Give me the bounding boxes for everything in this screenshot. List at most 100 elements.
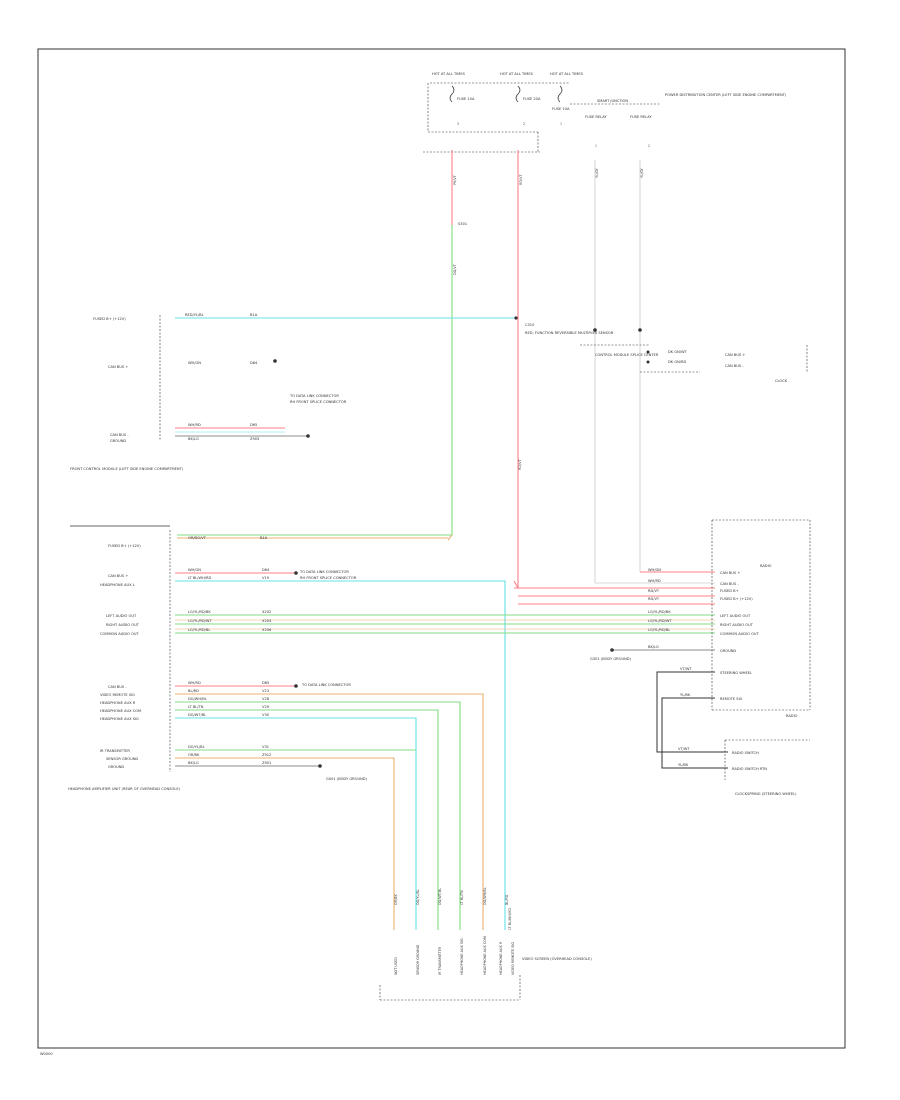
fuse-b-label: FUSE 20A bbox=[523, 97, 541, 101]
m2-row9-label: HEADPHONE AUX R bbox=[100, 701, 136, 705]
clockspring-pin1: RADIO SWITCH bbox=[732, 751, 759, 755]
bottom-wire-6: LT BL/WH/RD bbox=[508, 908, 512, 930]
radio-pin-5: RIGHT AUDIO OUT bbox=[720, 623, 754, 627]
bottom-pin-0: NOT USED bbox=[394, 957, 398, 975]
m2-row8-label: VIDEO REMOTE SIG bbox=[100, 693, 135, 697]
wire-relay-b: YL/GY bbox=[640, 167, 644, 178]
bottom-connector-label: VIDEO SCREEN (OVERHEAD CONSOLE) bbox=[522, 957, 592, 961]
m2-note-a: TO DATA LINK CONNECTOR bbox=[299, 570, 349, 574]
m2-row3-circ: V19 bbox=[262, 576, 270, 580]
m1-row1-wire: RED/YL/BL bbox=[185, 313, 204, 317]
m2-note-d: G001 (BODY GROUND) bbox=[326, 777, 368, 781]
bottom-pin-1: SENSOR GROUND bbox=[416, 944, 420, 975]
fuse-c-box: HOT AT ALL TIMES bbox=[550, 72, 584, 76]
bottom-wire-1: DG/YL/BL bbox=[416, 889, 420, 905]
headphone-amplifier: FUSED B+ (+12V) OR/DG/VT B1A CAN BUS + W… bbox=[68, 525, 368, 791]
relay-block: CONTROL MODULE SPLICE CENTER DK GN/WT DK… bbox=[580, 328, 700, 373]
radio-wire-4: LG/YL/RD/BK bbox=[648, 610, 671, 614]
m2-row5-label: RIGHT AUDIO OUT bbox=[106, 623, 140, 627]
bottom-wire-2: DG/WT/BL bbox=[438, 888, 442, 905]
radio-wire-7: BK/LG bbox=[648, 645, 659, 649]
bottom-pin-5: HEADPHONE AUX R bbox=[499, 941, 503, 975]
radio-wire-9: YL/BK bbox=[680, 693, 691, 697]
clockspring-wire1: VT/WT bbox=[678, 747, 690, 751]
m1-row1-label: FUSED B+ (+12V) bbox=[93, 317, 126, 321]
wire-green-main bbox=[177, 225, 453, 536]
m2-row6-circ: X206 bbox=[262, 628, 272, 632]
m1-row5-label: GROUND bbox=[110, 439, 126, 443]
radio-pin-1: CAN BUS - bbox=[720, 582, 739, 586]
fuse-a-box: HOT AT ALL TIMES bbox=[432, 72, 466, 76]
m2-row11-circ: V30 bbox=[262, 713, 270, 717]
clockspring-pin2: RADIO SWITCH RTN bbox=[732, 767, 767, 771]
m2-row9-wire: DG/WH/BL bbox=[188, 697, 207, 701]
m2-row5-circ: X203 bbox=[262, 619, 271, 623]
m2-row3-label: HEADPHONE AUX L bbox=[100, 583, 135, 587]
m2-row13-circ: Z912 bbox=[262, 753, 271, 757]
m2-row14-label: GROUND bbox=[108, 765, 124, 769]
wire-pk-b: RD/VT bbox=[519, 174, 523, 185]
radio-title: RADIO bbox=[760, 564, 772, 568]
m2-row1-wire: OR/DG/VT bbox=[188, 536, 207, 540]
fuse-b-box: HOT AT ALL TIMES bbox=[500, 72, 534, 76]
m2-row12-wire: DG/YL/BL bbox=[188, 745, 205, 749]
bottom-wire-0: OR/BK bbox=[394, 894, 398, 905]
fuse-a-num: 3 bbox=[457, 122, 459, 126]
radio-pin-6: COMMON AUDIO OUT bbox=[720, 632, 760, 636]
m2-row13-wire: OR/BK bbox=[188, 753, 200, 757]
m2-note-b: RH FRONT SPLICE CONNECTOR bbox=[300, 576, 357, 580]
relay-out1: DK GN/WT bbox=[668, 350, 688, 354]
m1-title: FRONT CONTROL MODULE (LEFT SIDE ENGINE C… bbox=[70, 467, 184, 471]
m2-row4-label: LEFT AUDIO OUT bbox=[106, 614, 137, 618]
bottom-pin-2: IR TRANSMITTER bbox=[438, 946, 442, 975]
m2-row4-wire: LG/YL/RD/BK bbox=[188, 610, 211, 614]
m2-row14-wire: BK/LG bbox=[188, 761, 199, 765]
m1-row4-circ: D65 bbox=[250, 423, 257, 427]
m1-note-a: TO DATA LINK CONNECTOR bbox=[289, 394, 339, 398]
relay-out2: DK GN/RD bbox=[668, 360, 686, 364]
m2-row10-circ: V29 bbox=[262, 705, 270, 709]
page-code: W0000 bbox=[40, 1052, 53, 1056]
m2-row7-wire: WH/RD bbox=[188, 681, 201, 685]
m2-row6-wire: LG/YL/RD/BL bbox=[188, 628, 210, 632]
m1-row4-wire: WH/RD bbox=[188, 423, 201, 427]
bottom-wire-3: LT BL/TN bbox=[460, 890, 464, 905]
bottom-pin-4: HEADPHONE AUX COM bbox=[483, 936, 487, 975]
wire-s1: S301 bbox=[458, 222, 467, 226]
smart-junction: SMART JUNCTION bbox=[597, 99, 628, 103]
svg-text:2: 2 bbox=[648, 144, 650, 148]
fuse-c-num: 1 bbox=[560, 122, 562, 126]
radio-pin-4: LEFT AUDIO OUT bbox=[720, 614, 751, 618]
m1-row4-label: CAN BUS - bbox=[110, 433, 129, 437]
m2-row10-label: HEADPHONE AUX COM bbox=[100, 709, 141, 713]
fuse-c-label: FUSE 10A bbox=[552, 107, 570, 111]
m2-row13-label: SENSOR GROUND bbox=[106, 757, 138, 761]
pdc-note: POWER DISTRIBUTION CENTER (LEFT SIDE ENG… bbox=[665, 93, 787, 97]
fuse-b-num: 2 bbox=[523, 122, 525, 126]
clock-label: CLOCK bbox=[775, 379, 788, 383]
splice-note: RED, FUNCTION REVERSIBLE MULTIPLEX SENSO… bbox=[525, 331, 614, 335]
clock-pin1: CAN BUS + bbox=[725, 353, 745, 357]
m2-row12-label: IR TRANSMITTER bbox=[100, 749, 130, 753]
m1-row5-circ: Z903 bbox=[250, 437, 259, 441]
m2-row7-label: CAN BUS - bbox=[108, 685, 127, 689]
radio: RADIO CAN BUS + CAN BUS - FUSED B+ FUSED… bbox=[590, 519, 811, 718]
m1-note-b: RH FRONT SPLICE CONNECTOR bbox=[290, 400, 347, 404]
m2-row1-circ: B1A bbox=[260, 536, 268, 540]
m2-row2-circ: D64 bbox=[262, 568, 270, 572]
m2-row10-wire: LT BL/TN bbox=[188, 705, 204, 709]
bottom-pin-3: HEADPHONE AUX SIG bbox=[460, 938, 464, 975]
m2-row8-wire: BL/RD bbox=[188, 689, 199, 693]
m2-row4-circ: X202 bbox=[262, 610, 271, 614]
fuse-a-label: FUSE 10A bbox=[457, 97, 475, 101]
m2-row3-wire: LT BL/WH/RD bbox=[188, 576, 211, 580]
wire-relay-a: YL/GY bbox=[595, 167, 599, 178]
radio-pin-9: REMOTE SIG bbox=[720, 697, 743, 701]
front-control-module: FUSED B+ (+12V) RED/YL/BL B1A CAN BUS + … bbox=[70, 313, 347, 471]
m2-row14-circ: Z901 bbox=[262, 761, 271, 765]
m1-row2-circ: D64 bbox=[250, 361, 258, 365]
m2-row8-circ: V23 bbox=[262, 689, 269, 693]
m2-row11-label: HEADPHONE AUX SIG bbox=[100, 717, 139, 721]
radio-wire-2: RD/VT bbox=[648, 589, 660, 593]
